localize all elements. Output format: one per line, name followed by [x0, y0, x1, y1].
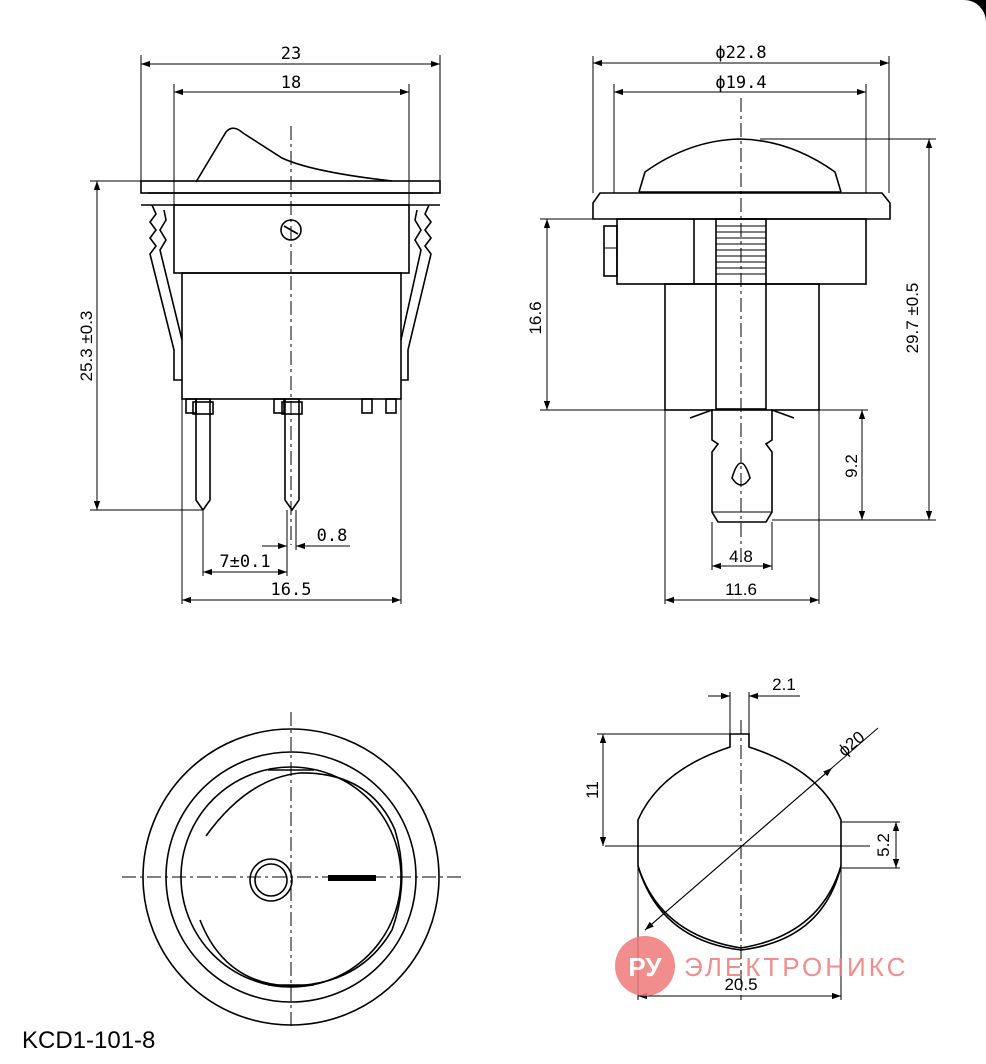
dim-height: 25.3 ±0.3 [77, 311, 96, 382]
dim-terminal-length: 9.2 [842, 454, 861, 478]
watermark-logo: РУ ЭЛЕКТРОНИКС [615, 936, 908, 996]
top-view [122, 712, 462, 1030]
dim-flat-width: 20.5 [724, 975, 757, 994]
model-label: KCD1-101-8 [22, 1027, 155, 1054]
dim-height-body: 16.6 [526, 301, 545, 334]
dim-diam-cap: ϕ19.4 [715, 73, 766, 93]
dim-bottom-width: 16.5 [271, 580, 312, 600]
dim-height-total: 29.7 ±0.5 [903, 283, 922, 354]
dim-height-to-key: 11 [583, 781, 602, 799]
dim-pin-pitch: 7±0.1 [219, 552, 270, 572]
dim-width-body: 18 [281, 73, 301, 93]
dim-diam-outer: ϕ22.8 [715, 43, 766, 63]
dim-terminal-width: 4.8 [729, 547, 753, 566]
watermark-text: ЭЛЕКТРОНИКС [684, 952, 908, 982]
dim-pin-width: 0.8 [317, 526, 348, 546]
dim-cutout-diameter: ϕ20 [834, 727, 868, 760]
front-view: 23 18 25.3 ±0.3 0.8 7±0.1 16.5 [77, 44, 441, 604]
dim-width-overall: 23 [281, 44, 301, 64]
side-view: ϕ22.8 ϕ19.4 16.6 29.7 ±0.5 9.2 4.8 11.6 [526, 43, 936, 604]
dim-key-width: 2.1 [772, 675, 796, 694]
watermark-badge: РУ [628, 952, 662, 982]
dim-bottom-width-side: 11.6 [725, 580, 757, 599]
dim-flat-offset: 5.2 [874, 833, 893, 857]
